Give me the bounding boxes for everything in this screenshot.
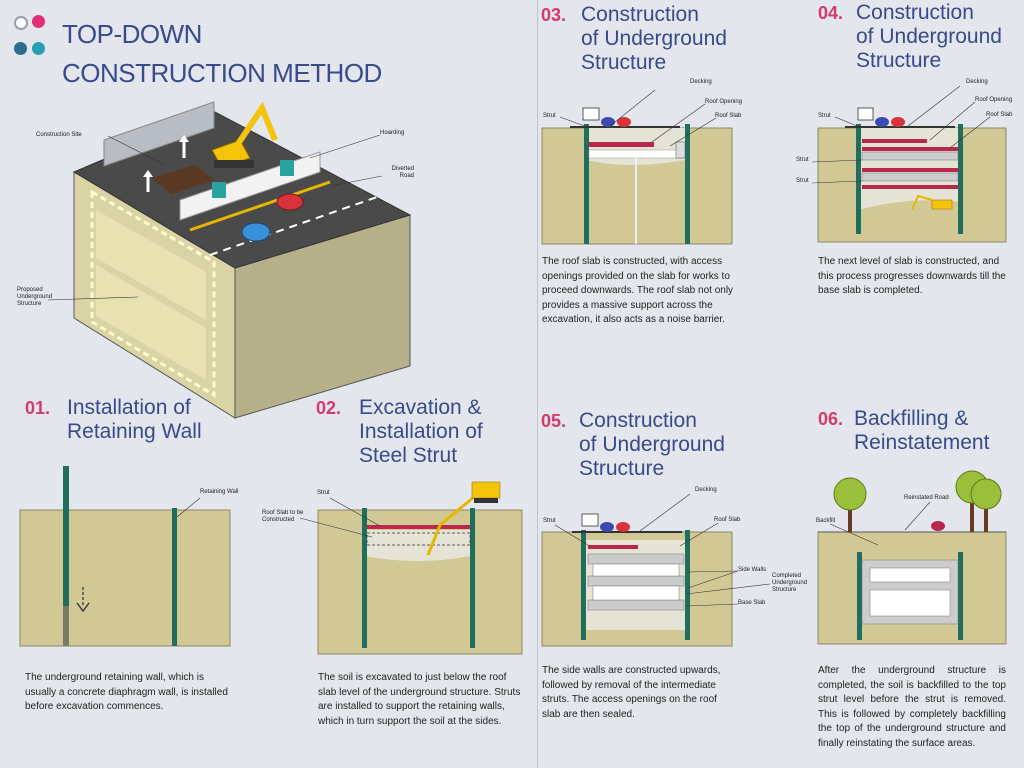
label-diverted-road: Diverted Road <box>391 166 414 179</box>
page-title: TOP-DOWN CONSTRUCTION METHOD <box>62 20 382 88</box>
step-title-line: of Underground <box>579 433 725 456</box>
label-strut: Strut <box>796 178 809 184</box>
step-title-line: Installation of <box>359 420 483 443</box>
column-divider <box>537 0 538 768</box>
step-title-line: of Underground <box>581 27 727 50</box>
step-title-line: Installation of <box>67 396 191 419</box>
label-strut: Strut <box>317 490 330 496</box>
step-title-line: Construction <box>856 1 974 24</box>
label-decking: Decking <box>695 487 717 493</box>
step-number: 05. <box>541 411 567 431</box>
step-number: 01. <box>25 398 51 418</box>
logo-dot <box>32 15 45 28</box>
label-decking: Decking <box>690 79 712 85</box>
step-title-line: of Underground <box>856 25 1002 48</box>
step-title-line: Reinstatement <box>854 431 990 454</box>
logo-dot <box>32 42 45 55</box>
logo-dot <box>14 42 27 55</box>
step-title-line: Construction <box>581 3 699 26</box>
step-description: After the underground structure is compl… <box>818 665 1006 749</box>
step-number: 02. <box>316 398 342 418</box>
title-line: TOP-DOWN <box>62 19 202 49</box>
logo-dot <box>14 16 28 30</box>
step-number: 04. <box>818 3 844 23</box>
label-roof-slab: Roof Slab to be Constructed <box>262 510 304 523</box>
step-description: The side walls are constructed upwards, … <box>542 665 721 720</box>
step-title-line: Steel Strut <box>359 444 458 467</box>
title-line: CONSTRUCTION METHOD <box>62 58 382 88</box>
label-hoarding: Hoarding <box>380 130 405 136</box>
step-title-line: Retaining Wall <box>67 420 202 443</box>
label-retaining-wall: Retaining Wall <box>200 489 239 495</box>
label-roof-opening: Roof Opening <box>705 99 743 105</box>
label-side-walls: Side Walls <box>738 567 767 573</box>
label-backfill: Backfill <box>816 518 836 524</box>
step-number: 06. <box>818 409 844 429</box>
step-title-line: Structure <box>856 49 942 72</box>
step-number: 03. <box>541 5 567 25</box>
step-title-line: Structure <box>581 51 667 74</box>
label-completed-structure: Completed Underground Structure <box>772 573 808 593</box>
step-title-line: Excavation & <box>359 396 482 419</box>
label-roof-slab: Roof Slab <box>715 113 742 119</box>
label-strut: Strut <box>543 518 556 524</box>
label-construction-site: Construction Site <box>36 132 82 138</box>
label-roof-slab: Roof Slab <box>986 112 1013 118</box>
step-title-line: Backfilling & <box>854 407 969 430</box>
label-strut: Strut <box>543 113 556 119</box>
step-title-line: Structure <box>579 457 665 480</box>
step-description: The next level of slab is constructed, a… <box>818 256 1006 296</box>
label-base-slab: Base Slab <box>738 600 766 606</box>
label-strut: Strut <box>818 113 831 119</box>
label-roof-opening: Roof Opening <box>975 97 1013 103</box>
label-proposed-structure: Proposed Underground Structure <box>17 287 53 307</box>
step-title-line: Construction <box>579 409 697 432</box>
label-decking: Decking <box>966 79 988 85</box>
label-roof-slab: Roof Slab <box>714 517 741 523</box>
label-reinstated-road: Reinstated Road <box>904 495 949 501</box>
step-description: The roof slab is constructed, with acces… <box>542 256 734 325</box>
label-strut: Strut <box>796 157 809 163</box>
step-description: The soil is excavated to just below the … <box>318 672 521 727</box>
step-description: The underground retaining wall, which is… <box>25 672 228 712</box>
